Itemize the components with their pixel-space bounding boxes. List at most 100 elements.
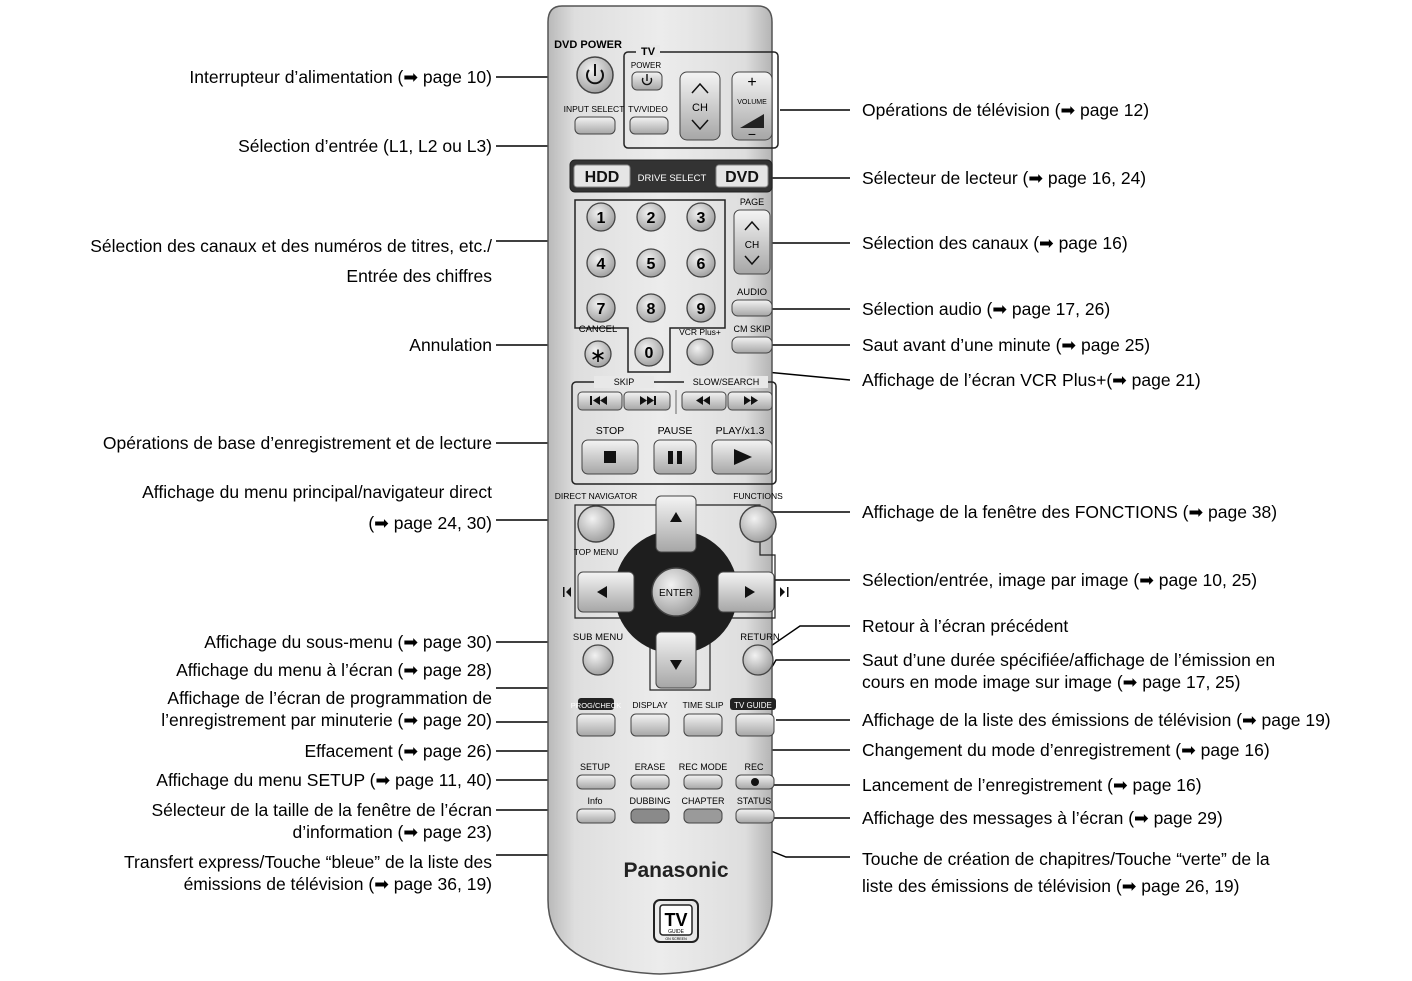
digit-button[interactable]: 1 xyxy=(586,202,616,232)
return-button[interactable] xyxy=(742,644,774,676)
digit-button[interactable]: 4 xyxy=(586,248,616,278)
rec-button[interactable] xyxy=(735,774,775,790)
rewind-button[interactable] xyxy=(681,391,727,411)
tv-volume-rocker[interactable] xyxy=(731,71,773,141)
digit-label: 1 xyxy=(597,210,606,227)
status-button[interactable] xyxy=(735,808,775,824)
chapter-button[interactable] xyxy=(683,808,723,824)
dubbing-button[interactable] xyxy=(630,808,670,824)
label-line: Affichage du menu principal/navigateur d… xyxy=(142,482,492,502)
label-status: Affichage des messages à l’écran (➡ page… xyxy=(862,807,1223,829)
digit-label: 0 xyxy=(645,345,654,362)
pause-icon xyxy=(668,451,682,464)
label-line: Affichage de la fenêtre des FONCTIONS (➡… xyxy=(862,502,1278,522)
vcr-plus-button[interactable] xyxy=(686,338,714,366)
skip-label: SKIP xyxy=(614,377,635,387)
sub-menu-label: SUB MENU xyxy=(573,632,623,643)
label-time-slip: Saut d’une durée spécifiée/affichage de … xyxy=(862,649,1275,693)
frame-back-icon xyxy=(563,587,571,597)
info-button[interactable] xyxy=(576,808,616,824)
label-line: liste des émissions de télévision (➡ pag… xyxy=(862,876,1240,896)
display-button[interactable] xyxy=(630,713,670,737)
label-display: Affichage du menu à l’écran (➡ page 28) xyxy=(176,659,492,681)
label-line: Effacement (➡ page 26) xyxy=(304,741,492,761)
right-button[interactable] xyxy=(717,571,775,613)
time-slip-button[interactable] xyxy=(683,713,723,737)
audio-button[interactable] xyxy=(731,299,773,317)
digit-button[interactable]: 8 xyxy=(636,293,666,323)
setup-button[interactable] xyxy=(576,774,616,790)
label-info: Sélecteur de la taille de la fenêtre de … xyxy=(152,799,493,843)
direct-navigator-button[interactable] xyxy=(577,505,615,543)
play-button[interactable] xyxy=(711,439,773,475)
label-line: Affichage du sous-menu (➡ page 30) xyxy=(204,632,492,652)
digit-label: 9 xyxy=(697,301,706,318)
page-label: PAGE xyxy=(740,197,764,207)
input-select-button[interactable] xyxy=(574,116,616,135)
functions-label: FUNCTIONS xyxy=(733,491,783,501)
tv-guide-button[interactable] xyxy=(735,713,775,737)
fast-forward-icon xyxy=(744,396,758,405)
tv-guide-logo-text: TV xyxy=(664,910,687,930)
up-button[interactable] xyxy=(655,495,697,553)
digit-button[interactable]: 6 xyxy=(686,248,716,278)
rec-label: REC xyxy=(744,762,764,772)
info-label: Info xyxy=(587,796,602,806)
digit-button[interactable]: 2 xyxy=(636,202,666,232)
digit-button[interactable]: 9 xyxy=(686,293,716,323)
volume-label: VOLUME xyxy=(737,99,767,106)
dvd-power-button[interactable] xyxy=(576,56,614,94)
direct-navigator-label: DIRECT NAVIGATOR xyxy=(555,491,638,501)
digit-button[interactable]: 5 xyxy=(636,248,666,278)
tv-power-button[interactable] xyxy=(631,71,663,91)
skip-back-button[interactable] xyxy=(577,391,623,411)
label-line: Lancement de l’enregistrement (➡ page 16… xyxy=(862,775,1202,795)
cm-skip-label: CM SKIP xyxy=(733,324,770,334)
functions-button[interactable] xyxy=(739,505,777,543)
label-line: Affichage de l’écran VCR Plus+(➡ page 21… xyxy=(862,370,1201,390)
label-cancel: Annulation xyxy=(409,334,492,356)
prog-check-button[interactable] xyxy=(576,713,616,737)
tv-label: TV xyxy=(641,46,656,58)
sub-menu-button[interactable] xyxy=(582,644,614,676)
label-line: Affichage du menu à l’écran (➡ page 28) xyxy=(176,660,492,680)
digit-label: 2 xyxy=(647,210,656,227)
cancel-button[interactable] xyxy=(584,340,612,368)
label-line: Sélecteur de lecteur (➡ page 16, 24) xyxy=(862,168,1147,188)
tv-channel-rocker[interactable] xyxy=(679,71,721,141)
rec-mode-button[interactable] xyxy=(683,774,723,790)
skip-forward-button[interactable] xyxy=(623,391,671,411)
label-line: Sélection des canaux (➡ page 16) xyxy=(862,233,1128,253)
label-enter: Sélection/entrée, image par image (➡ pag… xyxy=(862,569,1257,591)
pause-button[interactable] xyxy=(653,439,697,475)
label-line: Sélecteur de la taille de la fenêtre de … xyxy=(151,800,493,820)
digit-button[interactable]: 7 xyxy=(586,293,616,323)
stop-button[interactable] xyxy=(581,439,639,475)
rewind-icon xyxy=(696,396,710,405)
dvd-button[interactable] xyxy=(715,164,769,188)
down-button[interactable] xyxy=(655,631,697,689)
volume-plus-label: + xyxy=(747,74,756,91)
page-channel-rocker[interactable] xyxy=(733,209,771,275)
dubbing-label: DUBBING xyxy=(629,796,670,806)
arrow-up-icon xyxy=(670,512,682,522)
label-channel-select: Sélection des canaux (➡ page 16) xyxy=(862,232,1128,254)
tv-video-button[interactable] xyxy=(629,116,669,135)
fast-forward-button[interactable] xyxy=(727,391,773,411)
hdd-button[interactable] xyxy=(573,164,631,188)
arrow-right-icon xyxy=(745,586,755,598)
erase-button[interactable] xyxy=(630,774,670,790)
label-top-menu: Affichage du menu principal/navigateur d… xyxy=(142,477,492,539)
digit-button[interactable]: 0 xyxy=(634,337,664,367)
label-power: Interrupteur d’alimentation (➡ page 10) xyxy=(189,66,492,88)
cm-skip-button[interactable] xyxy=(731,336,773,354)
enter-button[interactable] xyxy=(651,567,701,617)
volume-wedge-icon xyxy=(740,114,764,128)
chevron-down-icon xyxy=(691,119,709,131)
label-cm-skip: Saut avant d’une minute (➡ page 25) xyxy=(862,334,1150,356)
hdd-label: HDD xyxy=(585,169,620,186)
digit-button[interactable]: 3 xyxy=(686,202,716,232)
label-line: émissions de télévision (➡ page 36, 19) xyxy=(183,874,492,894)
left-button[interactable] xyxy=(577,571,635,613)
